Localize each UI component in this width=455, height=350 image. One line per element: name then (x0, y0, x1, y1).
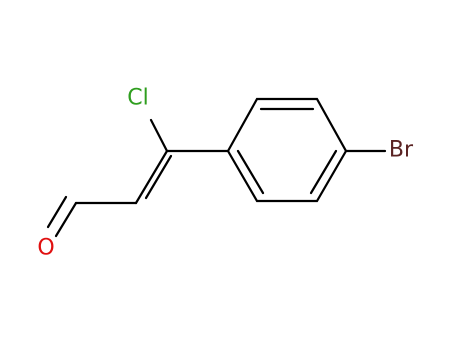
oxygen-label: O (37, 236, 54, 261)
benzene-ring (226, 97, 348, 203)
bond-c2-c3-double-1 (134, 149, 169, 205)
ring-double-bond-right (309, 149, 338, 195)
bond-c3-cl (149, 118, 169, 153)
bond-c-o-double-2 (46, 195, 68, 229)
bond-c2-c3-double-2 (144, 154, 173, 200)
ring-double-bond-left (236, 149, 265, 195)
bromine-label: Br (389, 138, 414, 163)
chlorine-label: Cl (127, 86, 148, 111)
bond-c-o-double-1 (54, 201, 78, 238)
